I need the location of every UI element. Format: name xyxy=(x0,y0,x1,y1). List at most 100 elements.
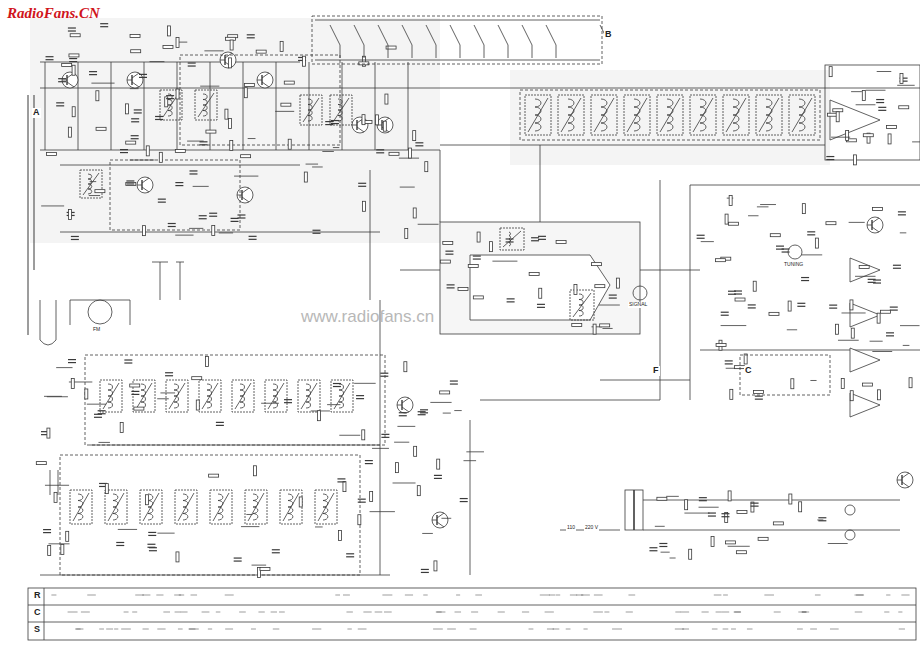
wire xyxy=(748,304,756,305)
outline xyxy=(846,131,849,141)
outline xyxy=(330,95,352,125)
wire xyxy=(760,204,776,205)
wire xyxy=(191,595,198,596)
wire xyxy=(547,629,554,630)
outline xyxy=(304,172,307,182)
wire xyxy=(148,532,156,533)
wire xyxy=(28,605,916,606)
wire xyxy=(436,612,442,613)
outline xyxy=(244,88,247,98)
coil-symbol xyxy=(253,501,258,508)
outline xyxy=(317,411,320,421)
wire xyxy=(89,74,97,75)
wire xyxy=(801,254,822,255)
wire xyxy=(144,62,145,150)
watermark: www.radiofans.cn xyxy=(300,308,435,327)
wire xyxy=(522,612,529,613)
coil-symbol xyxy=(766,123,772,131)
outline xyxy=(281,103,291,106)
wire xyxy=(381,434,389,435)
wire xyxy=(358,629,367,630)
wire xyxy=(556,595,561,596)
outline xyxy=(758,537,768,540)
wire xyxy=(838,340,859,341)
wire xyxy=(912,141,920,142)
signal-label: TUNING xyxy=(783,262,804,268)
wire xyxy=(797,303,805,304)
wire xyxy=(284,399,292,400)
wire xyxy=(178,493,194,521)
wire xyxy=(139,77,147,78)
wire xyxy=(380,300,381,575)
coil-symbol xyxy=(108,390,113,396)
wire xyxy=(118,529,137,530)
coil-symbol xyxy=(579,305,583,311)
outline xyxy=(284,81,294,84)
coil-symbol xyxy=(568,115,574,123)
wire xyxy=(69,58,77,59)
wire xyxy=(437,522,444,527)
wire xyxy=(441,518,451,519)
outline xyxy=(206,130,216,133)
outline xyxy=(47,428,50,438)
outline xyxy=(62,64,72,67)
outline xyxy=(593,324,596,334)
coil-symbol xyxy=(601,99,607,107)
coil-symbol xyxy=(78,494,83,501)
coil-symbol xyxy=(273,396,278,402)
wire xyxy=(189,629,199,630)
coil-symbol xyxy=(568,107,574,115)
coil-symbol xyxy=(168,111,172,117)
wire xyxy=(722,612,730,613)
wire xyxy=(849,222,865,223)
wire xyxy=(670,558,676,559)
wire xyxy=(675,612,680,613)
wire xyxy=(337,481,345,482)
wire xyxy=(306,164,318,165)
wire xyxy=(415,145,423,146)
wire xyxy=(130,160,155,161)
outline xyxy=(414,446,417,456)
wire xyxy=(776,249,784,250)
wire xyxy=(856,104,876,105)
transistor-symbol xyxy=(237,187,253,203)
outline xyxy=(689,549,692,559)
wire xyxy=(248,493,264,521)
wire xyxy=(44,588,45,640)
wire xyxy=(402,407,409,412)
wire xyxy=(365,460,373,461)
outline xyxy=(175,490,197,524)
transistor-symbol xyxy=(220,52,236,68)
outline xyxy=(96,127,106,130)
wire xyxy=(156,595,163,596)
wire xyxy=(50,470,51,495)
wire xyxy=(333,383,341,384)
outline xyxy=(176,38,179,48)
wire xyxy=(352,125,357,126)
outline xyxy=(473,296,483,299)
outline xyxy=(167,26,170,36)
wire xyxy=(132,73,139,78)
wire xyxy=(421,569,429,570)
wire xyxy=(434,475,442,476)
wire xyxy=(440,88,920,89)
wire xyxy=(660,98,680,132)
wire xyxy=(225,53,232,58)
outline xyxy=(343,482,346,492)
coil-symbol xyxy=(108,384,113,390)
coil-symbol xyxy=(218,514,223,521)
outline xyxy=(176,89,179,99)
wire xyxy=(418,411,426,412)
wire xyxy=(693,98,713,132)
wire xyxy=(198,93,214,117)
coil-symbol xyxy=(799,107,805,115)
coil-symbol xyxy=(148,507,153,514)
outline xyxy=(195,90,217,120)
wire xyxy=(751,506,759,507)
wire xyxy=(700,350,920,351)
wire xyxy=(71,236,79,237)
coil-symbol xyxy=(174,402,179,408)
coil-symbol xyxy=(113,494,118,501)
wire xyxy=(283,493,299,521)
